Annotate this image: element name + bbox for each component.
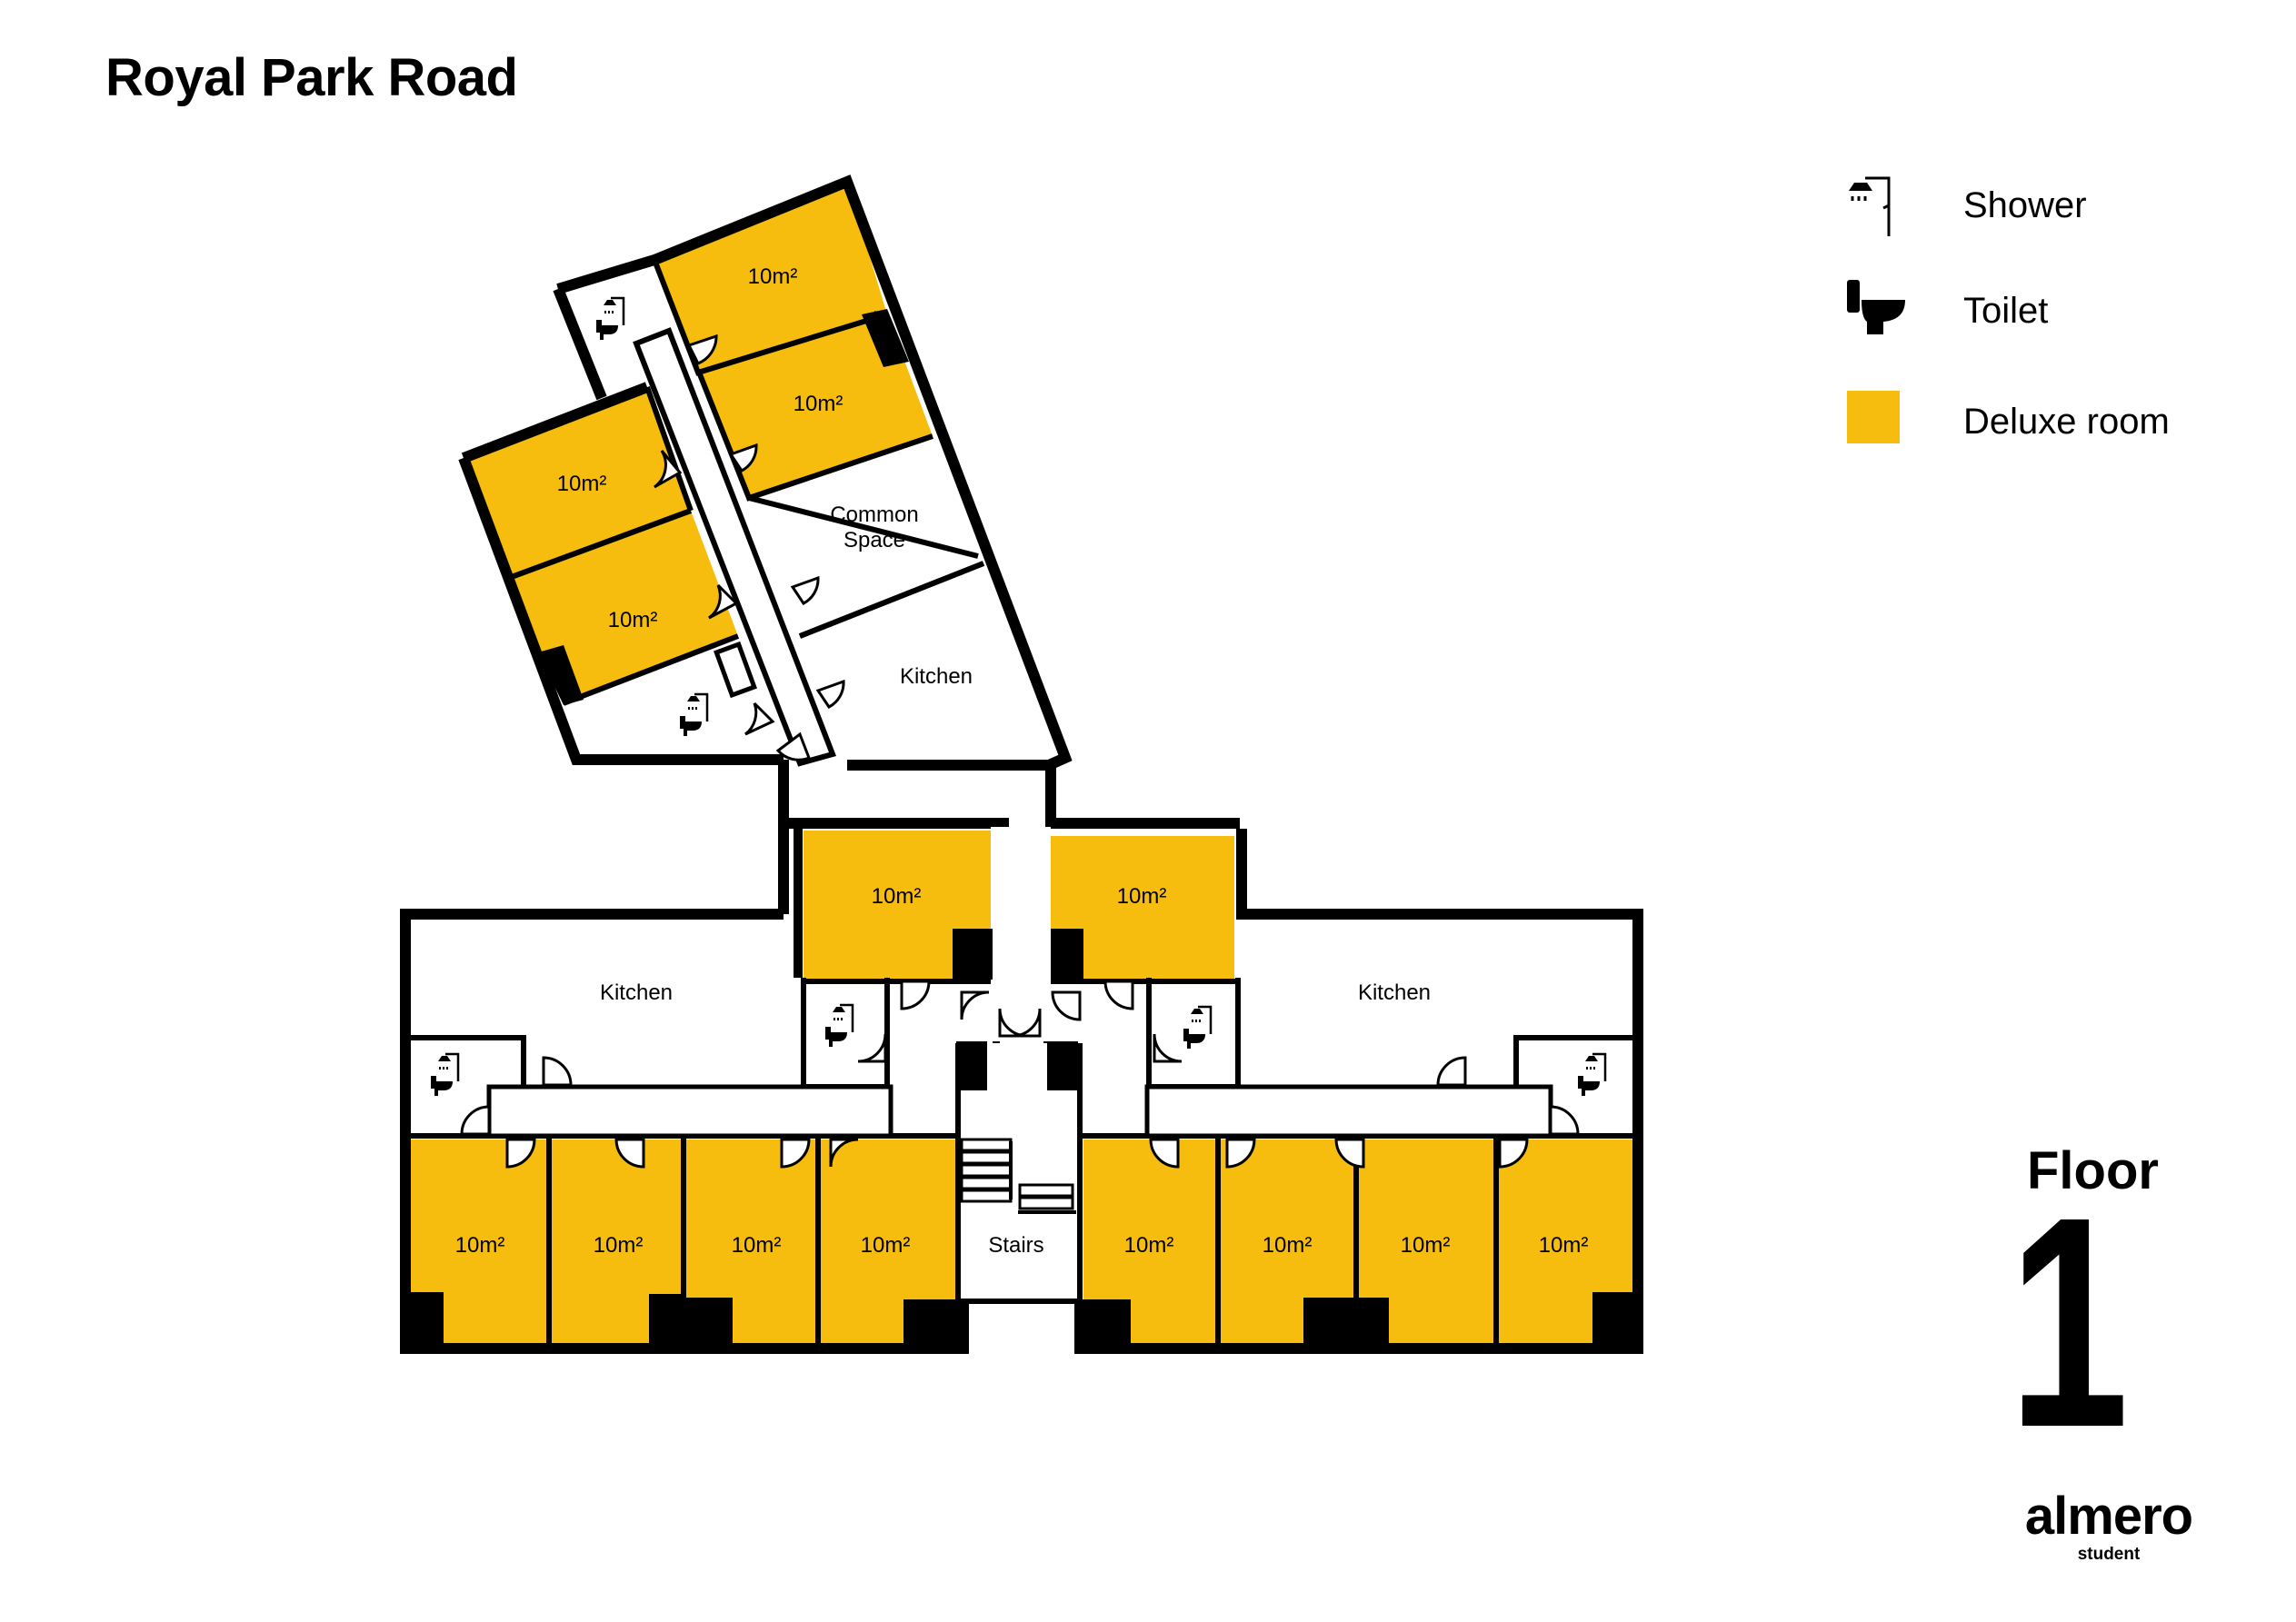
room-size-label: 10m² xyxy=(1124,1233,1174,1258)
room-size-label: 10m² xyxy=(748,264,798,289)
room-size-label: 10m² xyxy=(872,884,922,909)
room-size-label: 10m² xyxy=(1539,1233,1589,1258)
room-size-label: 10m² xyxy=(732,1233,782,1258)
kitchen-label: Kitchen xyxy=(1358,980,1431,1005)
legend-label: Shower xyxy=(1963,185,2087,225)
room-size-label: 10m² xyxy=(1401,1233,1451,1258)
room-size-label: 10m² xyxy=(455,1233,505,1258)
shower-icon xyxy=(1849,176,1891,236)
room-size-label: 10m² xyxy=(861,1233,911,1258)
floor-number: 1 xyxy=(2009,1154,2130,1489)
room-size-label: 10m² xyxy=(1263,1233,1313,1258)
deluxe-room xyxy=(654,182,887,373)
page-title: Royal Park Road xyxy=(105,48,518,107)
room-size-label: 10m² xyxy=(608,608,658,632)
deluxe-room xyxy=(700,314,933,498)
legend-item-shower: Shower xyxy=(1845,173,2245,236)
brand-sub: student xyxy=(2077,1545,2141,1564)
room-size-label: 10m² xyxy=(557,472,607,496)
common-space-label: Common xyxy=(830,503,918,527)
room-size-label: 10m² xyxy=(594,1233,644,1258)
legend-item-deluxe: Deluxe room xyxy=(1845,389,2245,453)
stairs-label: Stairs xyxy=(988,1233,1043,1258)
legend-label: Deluxe room xyxy=(1963,402,2170,442)
toilet-icon xyxy=(1847,280,1905,334)
kitchen-label: Kitchen xyxy=(900,664,973,689)
brand-name: almero xyxy=(2024,1487,2193,1546)
room-size-label: 10m² xyxy=(1117,884,1167,909)
room-size-label: 10m² xyxy=(794,392,844,416)
floor-label: Floor xyxy=(2027,1141,2159,1200)
deluxe-room-swatch xyxy=(1847,391,1900,443)
common-space-label: Space xyxy=(844,528,905,552)
legend-item-toilet: Toilet xyxy=(1845,278,2245,342)
kitchen-label: Kitchen xyxy=(600,980,673,1005)
brand-logo: almero student xyxy=(1991,1490,2227,1565)
legend-label: Toilet xyxy=(1963,291,2049,331)
